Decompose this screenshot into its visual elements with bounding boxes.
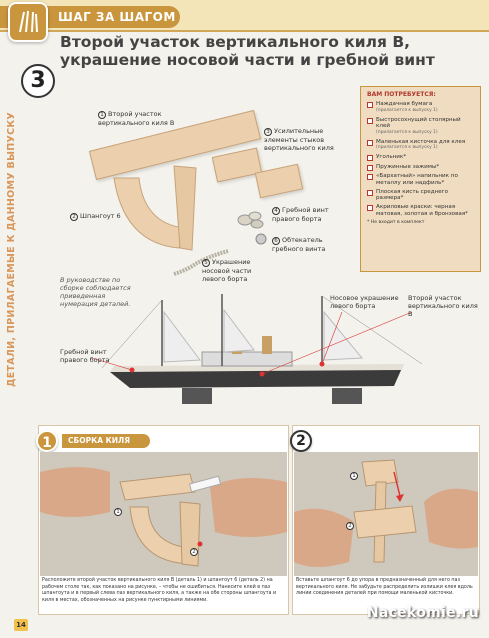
needed-item-note: (прилагается к выпуску 1) — [376, 129, 438, 135]
photo1-num-2: 2 — [190, 548, 198, 556]
needed-item-label: Плоская кисть среднего размера* — [376, 188, 449, 202]
photo2-num-1: 1 — [350, 472, 358, 480]
num-6: 6 — [272, 237, 280, 245]
checkbox-icon — [367, 174, 373, 180]
ship-model — [91, 294, 423, 404]
checkbox-icon — [367, 164, 373, 171]
side-caption-text: ДЕТАЛИ, ПРИЛАГАЕМЫЕ К ДАННОМУ ВЫПУСКУ — [6, 111, 18, 387]
num-1: 1 — [98, 111, 106, 119]
step1-description: Расположите второй участок вертикального… — [42, 578, 277, 603]
needed-item-text: Наждачная бумага(прилагается к выпуску 1… — [376, 101, 438, 114]
needed-item: Плоская кисть среднего размера* — [367, 189, 474, 202]
num-4: 4 — [272, 207, 280, 215]
needed-item: Акриловые краски: черная матовая, золота… — [367, 204, 474, 217]
needed-item: Пружинные зажимы* — [367, 164, 474, 171]
ship-note: В руководстве по сборке соблюдается прив… — [60, 276, 131, 308]
needed-item-label: Маленькая кисточка для клея — [376, 138, 466, 145]
page-title: Второй участок вертикального киля В, укр… — [60, 33, 435, 69]
step1-photo: 1 2 — [40, 452, 287, 576]
needed-item-note: (прилагается к выпуску 1) — [376, 107, 438, 113]
needed-title: ВАМ ПОТРЕБУЕТСЯ: — [367, 91, 436, 98]
needed-item-text: Пружинные зажимы* — [376, 164, 439, 171]
step2-description: Вставьте шпангоут 6 до упора в предназна… — [296, 578, 473, 596]
part-frame-6 — [113, 165, 197, 251]
checkbox-icon — [367, 205, 373, 211]
step1-label: СБОРКА КИЛЯ — [62, 434, 151, 448]
callout-bow: Носовое украшение левого борта — [330, 294, 399, 310]
photo1-num-1: 1 — [114, 508, 122, 516]
needed-list: Наждачная бумага(прилагается к выпуску 1… — [367, 101, 474, 217]
needed-item: Наждачная бумага(прилагается к выпуску 1… — [367, 101, 474, 114]
checkbox-icon — [367, 117, 373, 124]
needed-box: ВАМ ПОТРЕБУЕТСЯ: Наждачная бумага(прилаг… — [360, 86, 481, 272]
needed-item-text: Маленькая кисточка для клея(прилагается … — [376, 139, 465, 152]
part-reinforce-2 — [254, 163, 304, 199]
needed-item-label: «Бархатный» напильник по металлу или над… — [376, 173, 458, 186]
needed-item-text: Акриловые краски: черная матовая, золота… — [376, 204, 474, 217]
page-number: 14 — [14, 619, 28, 631]
part-fairing — [255, 233, 267, 245]
needed-item-label: Угольник* — [376, 154, 407, 160]
needed-item: Угольник* — [367, 154, 474, 161]
needed-item-label: Наждачная бумага — [376, 101, 433, 107]
needed-item-text: Быстросохнущий столярный клей(прилагаетс… — [376, 117, 474, 137]
needed-footnote: * Не входит в комплект — [367, 220, 425, 225]
num-5: 5 — [202, 259, 210, 267]
needed-item: Маленькая кисточка для клея(прилагается … — [367, 139, 474, 152]
photo2-num-2: 2 — [346, 522, 354, 530]
checkbox-icon — [367, 102, 373, 108]
num-3: 3 — [264, 128, 272, 136]
step2-badge: 2 — [290, 430, 312, 452]
callout-prop: Гребной винт правого борта — [60, 348, 110, 364]
needed-item-label: Быстросохнущий столярный клей — [376, 116, 461, 130]
needed-item: «Бархатный» напильник по металлу или над… — [367, 173, 474, 186]
part-reinforce-1 — [211, 147, 263, 183]
needed-item-label: Пружинные зажимы* — [376, 163, 440, 170]
step1-badge: 1 — [36, 430, 58, 452]
needed-item-text: «Бархатный» напильник по металлу или над… — [376, 173, 474, 186]
brushes-icon — [8, 2, 48, 42]
needed-item-text: Плоская кисть среднего размера* — [376, 189, 474, 202]
side-caption: ДЕТАЛИ, ПРИЛАГАЕМЫЕ К ДАННОМУ ВЫПУСКУ — [2, 111, 22, 386]
watermark: Nacekomie.ru — [366, 605, 479, 621]
num-2: 2 — [70, 213, 78, 221]
callout-keel: Второй участок вертикального киля В — [408, 294, 478, 318]
part-bow-decor — [173, 249, 229, 276]
ship-illustration — [22, 282, 482, 412]
checkbox-icon — [367, 189, 373, 196]
needed-item-note: (прилагается к выпуску 1) — [376, 145, 438, 150]
needed-item-label: Акриловые краски: черная матовая, золота… — [376, 204, 468, 217]
needed-item: Быстросохнущий столярный клей(прилагаетс… — [367, 117, 474, 137]
checkbox-icon — [367, 155, 373, 161]
needed-item-text: Угольник* — [376, 154, 406, 161]
step2-photo: 1 2 — [294, 452, 478, 576]
part-propeller — [237, 211, 264, 229]
step-number: 3 — [21, 64, 55, 98]
checkbox-icon — [367, 139, 373, 146]
